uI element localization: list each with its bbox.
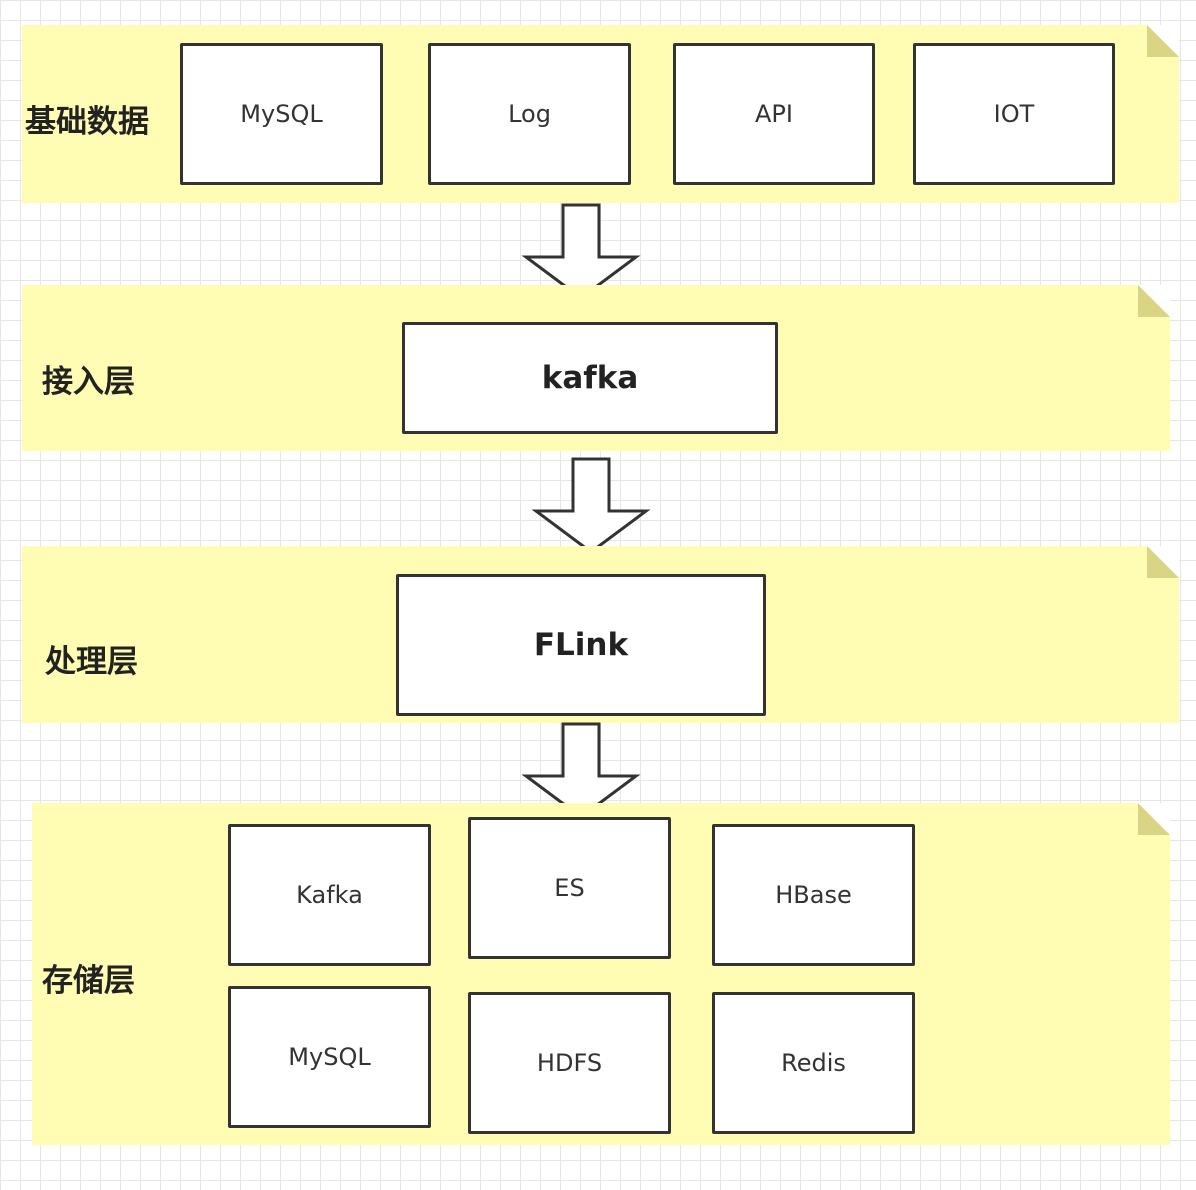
node-flink[interactable]: FLink [396,574,766,716]
band-fold-shadow [1147,25,1179,57]
node-redis[interactable]: Redis [712,992,915,1134]
node-hdfs[interactable]: HDFS [468,992,671,1134]
node-es[interactable]: ES [468,817,671,959]
band-fold-shadow [1138,285,1170,317]
band-fold-shadow [1147,546,1179,578]
layer-label-storage: 存储层 [42,963,135,999]
node-api[interactable]: API [673,43,875,185]
band-fold-shadow [1138,803,1170,835]
node-hbase[interactable]: HBase [712,824,915,966]
arrow-down-icon [521,203,641,300]
node-mysql-source[interactable]: MySQL [180,43,383,185]
node-log[interactable]: Log [428,43,631,185]
arrow-down-icon [521,722,641,819]
layer-label-ingestion: 接入层 [42,364,135,400]
node-iot[interactable]: IOT [913,43,1115,185]
arrow-down-icon [531,457,651,554]
layer-label-processing: 处理层 [45,644,138,680]
node-mysql-storage[interactable]: MySQL [228,986,431,1128]
node-kafka-storage[interactable]: Kafka [228,824,431,966]
node-kafka-ingestion[interactable]: kafka [402,322,778,434]
layer-label-data-sources: 基础数据 [25,104,149,140]
